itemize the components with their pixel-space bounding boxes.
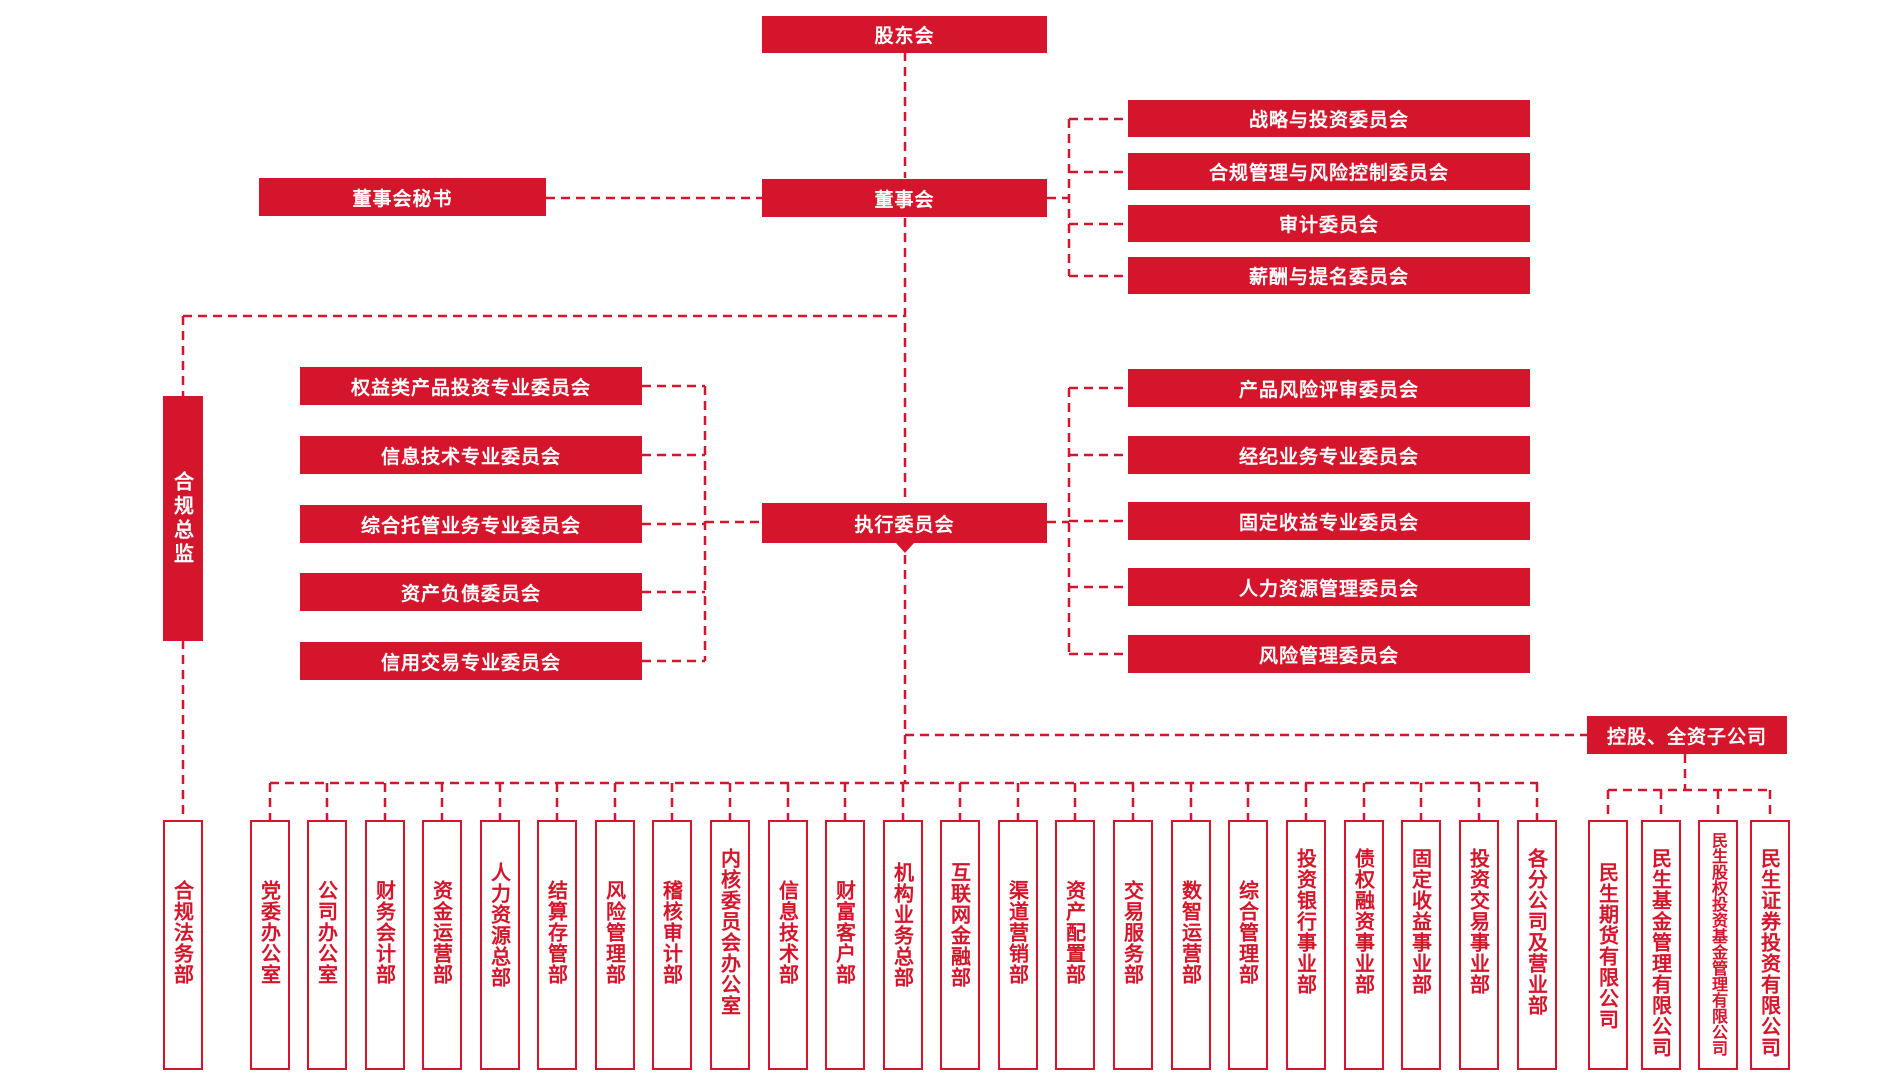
- department-box: 互联网金融部: [940, 820, 980, 1070]
- exec-left-committee-label: 资产负债委员会: [400, 582, 541, 605]
- department-box: 财务会计部: [365, 820, 405, 1070]
- department-box: 人力资源总部: [480, 820, 520, 1070]
- board-committee-label: 审计委员会: [1278, 214, 1379, 236]
- department-box-compliance: 合规法务部: [163, 820, 203, 1070]
- department-box: 资产配置部: [1055, 820, 1095, 1070]
- board-committee: 薪酬与提名委员会: [1128, 257, 1530, 294]
- department-label: 财务会计部: [372, 880, 397, 985]
- department-box: 党委办公室: [250, 820, 290, 1070]
- exec-right-committee: 产品风险评审委员会: [1128, 369, 1530, 407]
- department-label: 固定收益事业部: [1408, 848, 1433, 995]
- exec-left-committee: 综合托管业务专业委员会: [300, 505, 642, 543]
- subsidiary-label: 民生证券投资有限公司: [1757, 848, 1782, 1058]
- department-box: 固定收益事业部: [1401, 820, 1441, 1070]
- department-label: 数智运营部: [1178, 880, 1203, 985]
- board-committee: 审计委员会: [1128, 205, 1530, 242]
- exec-left-committee: 信用交易专业委员会: [300, 642, 642, 680]
- department-label: 渠道营销部: [1005, 880, 1030, 985]
- subsidiary-box: 民生基金管理有限公司: [1641, 820, 1681, 1070]
- department-label: 党委办公室: [257, 880, 282, 985]
- department-label: 互联网金融部: [947, 862, 972, 988]
- department-box: 财富客户部: [825, 820, 865, 1070]
- department-box: 交易服务部: [1113, 820, 1153, 1070]
- subsidiary-label: 民生基金管理有限公司: [1648, 848, 1673, 1058]
- department-label: 内核委员会办公室: [717, 848, 742, 1016]
- exec-left-committee-label: 信息技术专业委员会: [380, 445, 561, 468]
- department-box: 渠道营销部: [998, 820, 1038, 1070]
- department-label: 财富客户部: [832, 880, 857, 985]
- department-label: 风险管理部: [602, 880, 627, 985]
- department-label: 债权融资事业部: [1351, 848, 1376, 995]
- subsidiary-label: 民生股权投资基金管理有限公司: [1709, 832, 1728, 1056]
- exec-right-committee-label: 产品风险评审委员会: [1238, 378, 1419, 401]
- department-label: 机构业务总部: [890, 862, 915, 988]
- department-label: 人力资源总部: [487, 862, 512, 988]
- department-label: 公司办公室: [314, 880, 339, 985]
- exec-left-committee-label: 信用交易专业委员会: [380, 651, 561, 674]
- board-committee: 合规管理与风险控制委员会: [1128, 153, 1530, 190]
- exec-left-committee: 权益类产品投资专业委员会: [300, 367, 642, 405]
- department-label: 结算存管部: [544, 880, 569, 985]
- exec-right-committee-label: 风险管理委员会: [1258, 644, 1399, 667]
- department-label: 投资银行事业部: [1293, 848, 1318, 995]
- exec-right-committee: 人力资源管理委员会: [1128, 568, 1530, 606]
- shareholders-node: 股东会: [762, 16, 1047, 53]
- board-committee-label: 战略与投资委员会: [1248, 109, 1409, 131]
- exec-right-committee-label: 人力资源管理委员会: [1238, 577, 1419, 600]
- subsidiary-box: 民生股权投资基金管理有限公司: [1698, 820, 1738, 1070]
- department-box: 数智运营部: [1171, 820, 1211, 1070]
- exec-right-committee-label: 固定收益专业委员会: [1238, 511, 1419, 534]
- board-label: 董事会: [874, 188, 935, 211]
- exec-left-committee: 信息技术专业委员会: [300, 436, 642, 474]
- board-secretary-label: 董事会秘书: [352, 187, 453, 210]
- department-box: 公司办公室: [307, 820, 347, 1070]
- shareholders-label: 股东会: [874, 25, 935, 47]
- subsidiary-box: 民生期货有限公司: [1588, 820, 1628, 1070]
- board-committee-label: 合规管理与风险控制委员会: [1208, 162, 1449, 184]
- exec-left-committee-label: 综合托管业务专业委员会: [360, 514, 581, 537]
- subsidiaries-header-label: 控股、全资子公司: [1606, 725, 1767, 748]
- department-box: 结算存管部: [537, 820, 577, 1070]
- department-label: 合规法务部: [170, 880, 195, 985]
- exec-right-committee: 经纪业务专业委员会: [1128, 436, 1530, 474]
- board-node: 董事会: [762, 179, 1047, 217]
- department-box: 综合管理部: [1228, 820, 1268, 1070]
- department-label: 资金运营部: [429, 880, 454, 985]
- board-committee-label: 薪酬与提名委员会: [1248, 266, 1409, 288]
- subsidiary-box: 民生证券投资有限公司: [1750, 820, 1790, 1070]
- department-label: 综合管理部: [1235, 880, 1260, 985]
- department-box: 稽核审计部: [652, 820, 692, 1070]
- chief-compliance-officer-node: 合规总监: [163, 396, 203, 641]
- exec-right-committee: 风险管理委员会: [1128, 635, 1530, 673]
- department-box: 资金运营部: [422, 820, 462, 1070]
- executive-committee-label: 执行委员会: [854, 513, 955, 536]
- department-box: 机构业务总部: [883, 820, 923, 1070]
- department-box: 信息技术部: [768, 820, 808, 1070]
- department-box: 各分公司及营业部: [1517, 820, 1557, 1070]
- board-secretary-node: 董事会秘书: [259, 178, 546, 216]
- chief-compliance-officer-label: 合规总监: [170, 470, 195, 567]
- exec-left-committee: 资产负债委员会: [300, 573, 642, 611]
- department-box: 风险管理部: [595, 820, 635, 1070]
- board-committee: 战略与投资委员会: [1128, 100, 1530, 137]
- department-box: 债权融资事业部: [1344, 820, 1384, 1070]
- executive-committee-node: 执行委员会: [762, 503, 1047, 543]
- exec-right-committee: 固定收益专业委员会: [1128, 502, 1530, 540]
- exec-left-committee-label: 权益类产品投资专业委员会: [350, 376, 591, 399]
- department-label: 投资交易事业部: [1466, 848, 1491, 995]
- department-label: 信息技术部: [775, 880, 800, 985]
- subsidiary-label: 民生期货有限公司: [1595, 862, 1620, 1030]
- department-box: 投资交易事业部: [1459, 820, 1499, 1070]
- subsidiaries-header-node: 控股、全资子公司: [1587, 716, 1787, 754]
- department-label: 资产配置部: [1062, 880, 1087, 985]
- department-box: 内核委员会办公室: [710, 820, 750, 1070]
- department-label: 稽核审计部: [659, 880, 684, 985]
- department-box: 投资银行事业部: [1286, 820, 1326, 1070]
- exec-right-committee-label: 经纪业务专业委员会: [1238, 445, 1419, 468]
- department-label: 交易服务部: [1120, 880, 1145, 985]
- department-label: 各分公司及营业部: [1524, 848, 1549, 1016]
